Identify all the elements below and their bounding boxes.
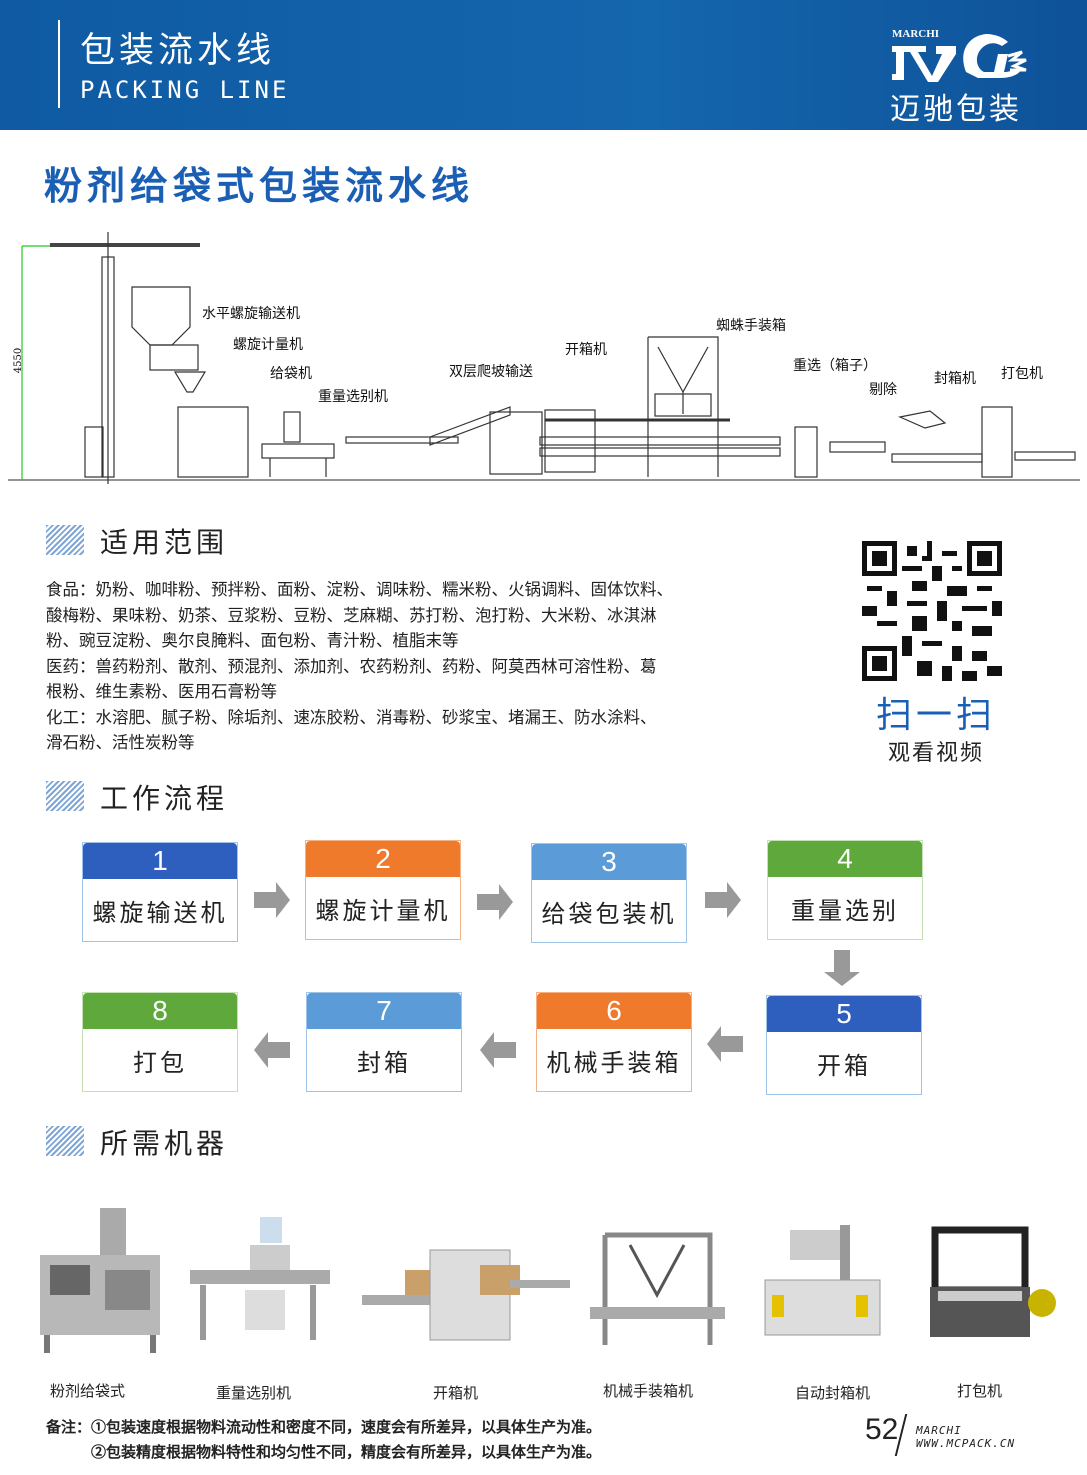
step-number: 2 (306, 841, 460, 877)
step-2: 2 螺旋计量机 (305, 840, 461, 940)
step-number: 8 (83, 993, 237, 1029)
step-8: 8 打包 (82, 992, 238, 1092)
step-name: 封箱 (357, 1049, 411, 1077)
arrow-right-icon (254, 882, 290, 918)
hatch-icon (46, 781, 84, 811)
header-title-en: PACKING LINE (80, 76, 290, 104)
diagram-label: 双层爬坡输送 (449, 364, 533, 380)
arrow-left-icon (480, 1032, 516, 1068)
notes: 备注：①包装速度根据物料流动性和密度不同，速度会有所差异，以具体生产为准。 ②包… (46, 1415, 601, 1465)
step-number: 5 (767, 996, 921, 1032)
scope-line: 酸梅粉、果味粉、奶茶、豆浆粉、豆粉、芝麻糊、苏打粉、泡打粉、大米粉、冰淇淋 (46, 605, 657, 625)
arrow-down-icon (824, 950, 860, 986)
step-7: 7 封箱 (306, 992, 462, 1092)
diagram-label: 给袋机 (270, 366, 312, 382)
hatch-icon (46, 1126, 84, 1156)
footer-website[interactable]: WWW.MCPACK.CN (916, 1437, 1016, 1450)
machine-caption: 开箱机 (433, 1384, 479, 1402)
machine-photo-checkweigher (190, 1217, 330, 1340)
scope-line: 医药：兽药粉剂、散剂、预混剂、添加剂、农药粉剂、药粉、阿莫西林可溶性粉、葛 (46, 656, 657, 676)
diagram-label: 重量选别机 (318, 389, 388, 405)
step-number: 3 (532, 844, 686, 880)
footer-brand-name: MARCHI (916, 1424, 962, 1437)
machine-caption: 重量选别机 (216, 1384, 292, 1402)
scope-line: 粉、豌豆淀粉、奥尔良腌料、面包粉、青汁粉、植脂末等 (46, 631, 459, 650)
diagram-label: 剔除 (869, 382, 897, 398)
step-name: 重量选别 (791, 897, 899, 925)
diagram-label: 封箱机 (934, 371, 976, 387)
watch-video-label: 观看视频 (888, 741, 985, 766)
hatch-icon (46, 525, 84, 555)
step-number: 1 (83, 843, 237, 879)
page-number: 52 (865, 1413, 899, 1446)
step-name: 给袋包装机 (541, 900, 677, 928)
diagram-label: 重选（箱子） (793, 358, 877, 374)
diagram-label: 螺旋计量机 (233, 337, 303, 353)
step-name: 螺旋输送机 (92, 899, 228, 927)
note-line: ②包装精度根据物料特性和均匀性不同，精度会有所差异，以具体生产为准。 (91, 1443, 602, 1461)
arrow-left-icon (707, 1026, 743, 1062)
step-name: 开箱 (817, 1052, 871, 1080)
step-name: 机械手装箱 (546, 1049, 682, 1077)
scope-line: 化工：水溶肥、腻子粉、除垢剂、速冻胶粉、消毒粉、砂浆宝、堵漏王、防水涂料、 (46, 707, 657, 727)
step-name: 打包 (133, 1049, 187, 1077)
scope-line: 根粉、维生素粉、医用石膏粉等 (46, 682, 277, 701)
qr-code[interactable] (862, 541, 1002, 681)
note-line: 备注：①包装速度根据物料流动性和密度不同，速度会有所差异，以具体生产为准。 (46, 1418, 602, 1436)
scan-label: 扫一扫 (876, 695, 997, 736)
machine-photo-bag-filler (40, 1208, 160, 1353)
dimension-label: 4550 (13, 347, 25, 374)
dragon-logo-icon (892, 34, 1027, 82)
machine-photo-case-sealer (764, 1225, 881, 1336)
diagram-label: 开箱机 (565, 342, 607, 358)
machine-caption: 自动封箱机 (795, 1384, 871, 1402)
step-number: 6 (537, 993, 691, 1029)
header-banner (0, 0, 1087, 130)
machine-caption: 机械手装箱机 (603, 1382, 694, 1400)
step-1: 1 螺旋输送机 (82, 842, 238, 942)
step-number: 4 (768, 841, 922, 877)
step-5: 5 开箱 (766, 995, 922, 1095)
brand-logo: MARCHI 迈驰包装 (888, 18, 1038, 127)
scope-line: 滑石粉、活性炭粉等 (46, 733, 195, 752)
footer-brand: MARCHI WWW.MCPACK.CN (916, 1424, 1015, 1450)
step-6: 6 机械手装箱 (536, 992, 692, 1092)
arrow-left-icon (254, 1032, 290, 1068)
machine-photo-strapping (930, 1226, 1056, 1337)
machine-caption: 粉剂给袋式 (50, 1382, 126, 1400)
arrow-right-icon (477, 884, 513, 920)
page-title: 粉剂给袋式包装流水线 (44, 164, 475, 208)
machine-photo-case-erector (362, 1249, 570, 1341)
step-name: 螺旋计量机 (315, 897, 451, 925)
packing-line-diagram (8, 232, 1080, 484)
diagram-label: 打包机 (1001, 366, 1043, 382)
section-title: 所需机器 (100, 1127, 229, 1160)
section-title: 适用范围 (100, 526, 229, 559)
scope-line: 食品：奶粉、咖啡粉、预拌粉、面粉、淀粉、调味粉、糯米粉、火锅调料、固体饮料、 (46, 580, 673, 599)
scope-text: 食品：奶粉、咖啡粉、预拌粉、面粉、淀粉、调味粉、糯米粉、火锅调料、固体饮料、 酸… (46, 577, 776, 756)
logo-text-en: MARCHI (892, 28, 940, 40)
machine-photo-robot-packer (590, 1232, 725, 1345)
logo-text-cn: 迈驰包装 (890, 92, 1022, 127)
step-number: 7 (307, 993, 461, 1029)
section-title: 工作流程 (100, 782, 229, 815)
machine-caption: 打包机 (957, 1382, 1003, 1400)
header-title-cn: 包装流水线 (80, 31, 276, 71)
diagram-label: 水平螺旋输送机 (202, 306, 300, 322)
header-divider (58, 20, 60, 108)
arrow-right-icon (705, 882, 741, 918)
step-3: 3 给袋包装机 (531, 843, 687, 943)
step-4: 4 重量选别 (767, 840, 923, 940)
diagram-label: 蜘蛛手装箱 (716, 318, 786, 334)
